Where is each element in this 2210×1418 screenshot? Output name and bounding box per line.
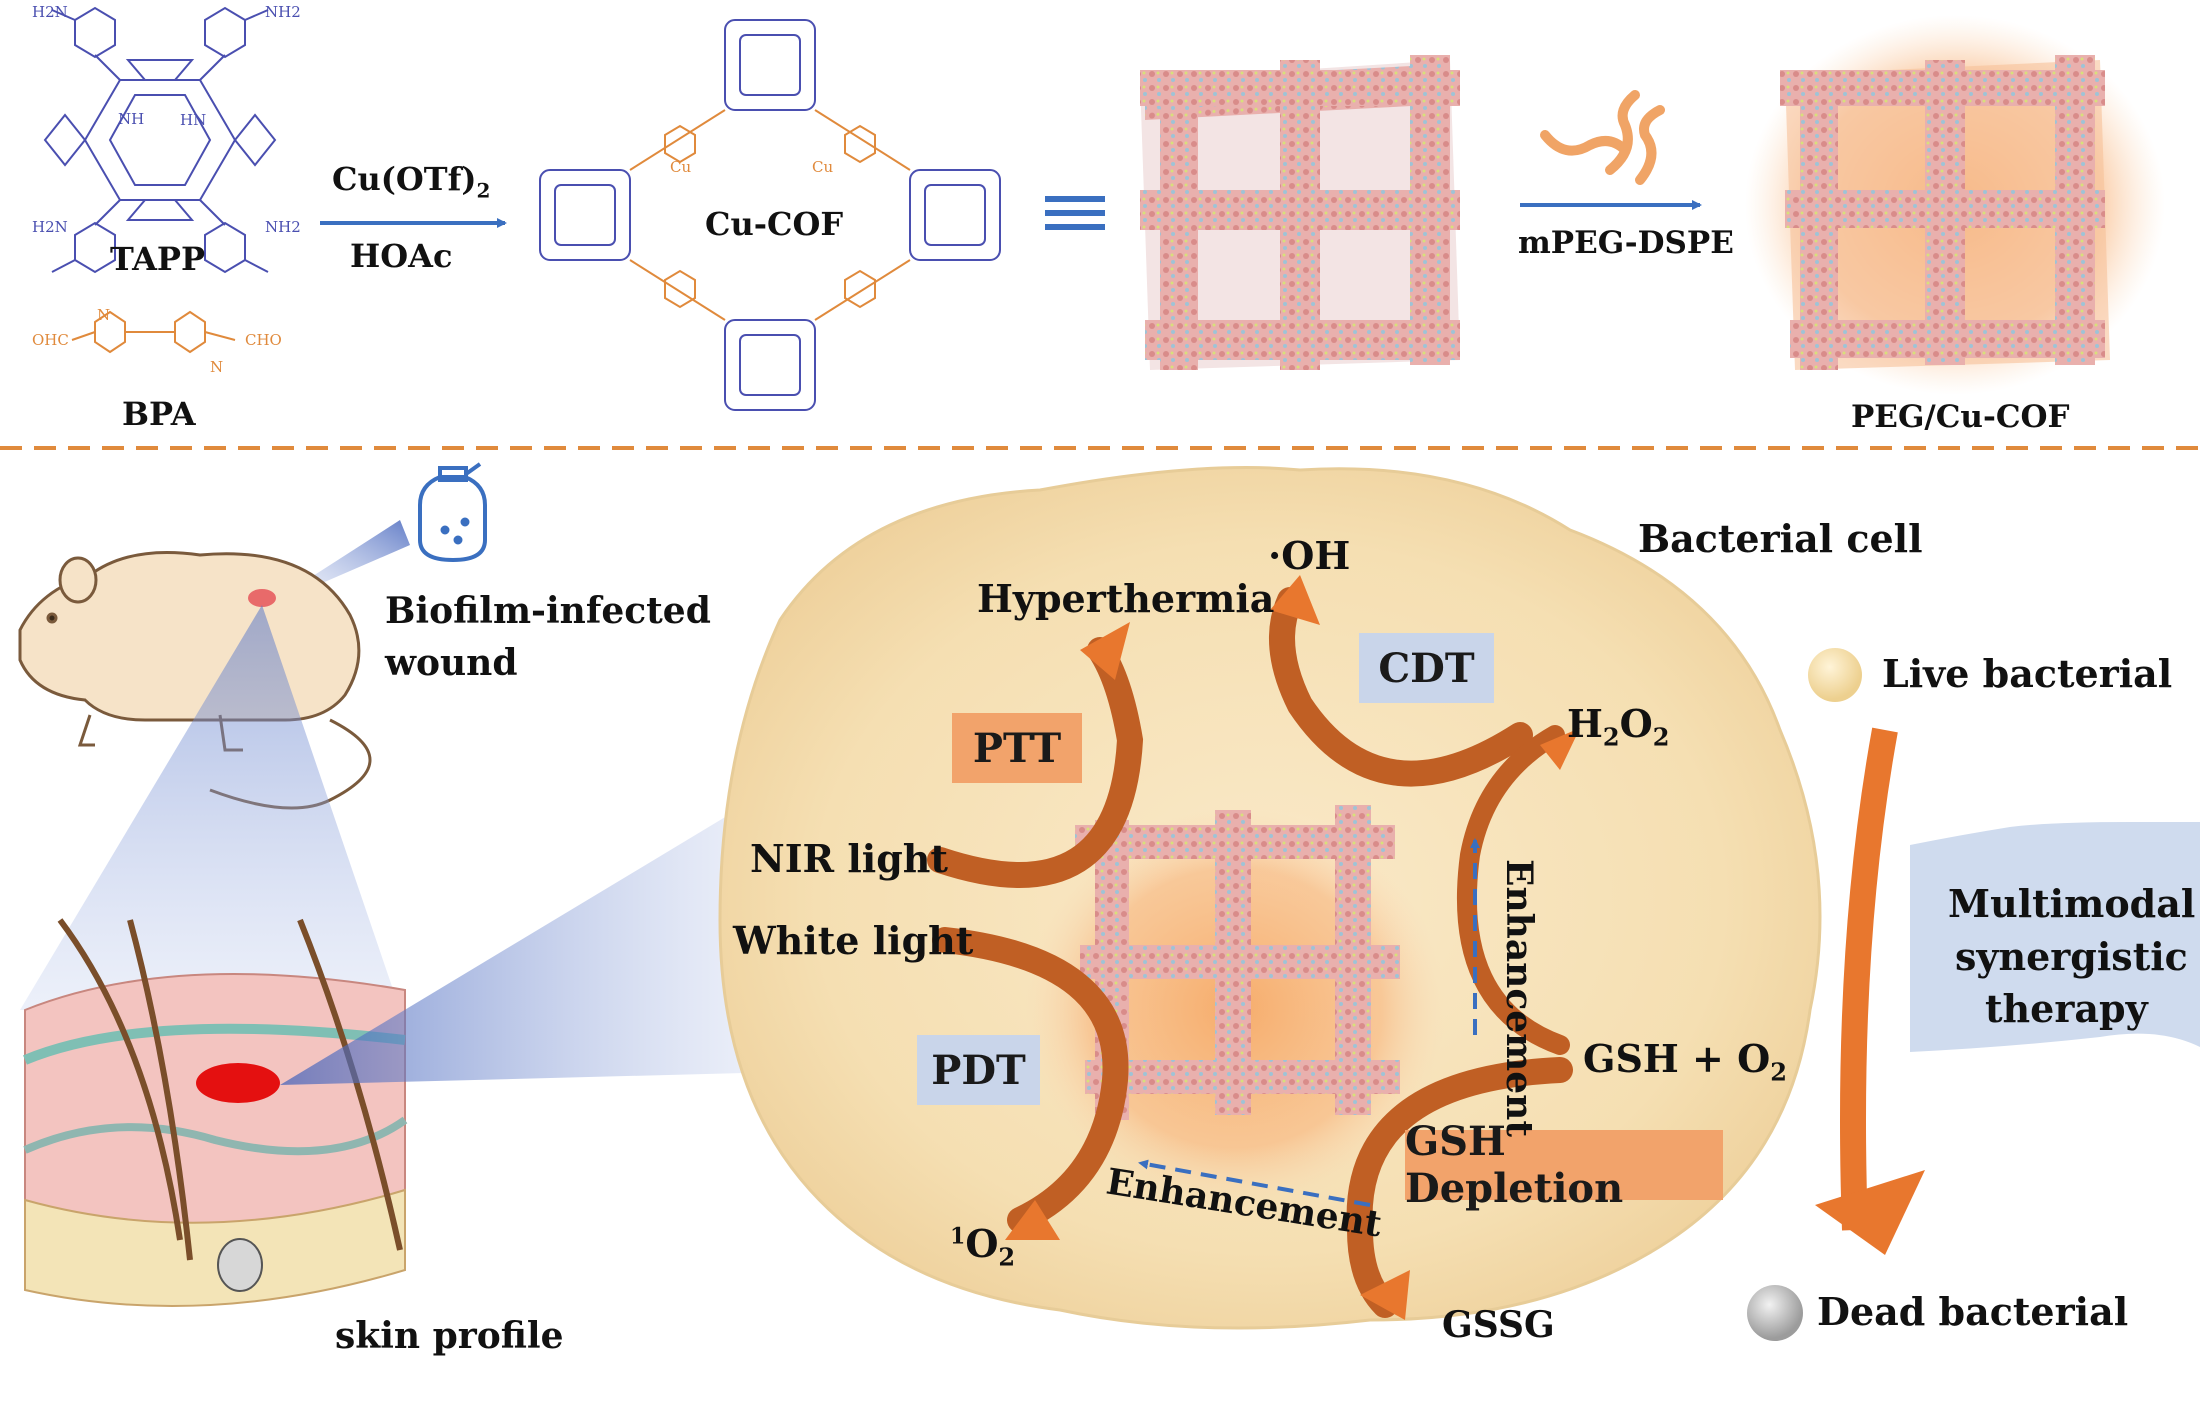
tapp-amine-bl: H2N xyxy=(32,218,68,236)
cdt-box: CDT xyxy=(1359,633,1494,703)
bpa-n-left: N xyxy=(97,306,111,324)
peg-chains xyxy=(1540,90,1665,185)
dead-bacterial-label: Dead bacterial xyxy=(1817,1289,2129,1334)
gssg-label: GSSG xyxy=(1442,1304,1555,1346)
cu-cof-cu-2: Cu xyxy=(812,158,834,176)
hydroxyl-radical-label: ·OH xyxy=(1268,533,1351,578)
bpa-ohc: OHC xyxy=(32,331,69,349)
therapy-line1: Multimodal xyxy=(1948,881,2196,926)
outcome-arrow xyxy=(1840,727,1898,1231)
tapp-molecule xyxy=(43,6,277,274)
mouse-wound-spot xyxy=(248,589,276,607)
zoom-beam xyxy=(280,760,860,1085)
gsh-o2-label: GSH + O2 xyxy=(1583,1036,1787,1087)
tapp-nh: NH xyxy=(118,110,145,128)
cu-cof-label: Cu-COF xyxy=(705,205,844,243)
reagent-copper-triflate: Cu(OTf)2 xyxy=(332,160,491,203)
enhancement-vertical-label: Enhancement xyxy=(1497,859,1540,1137)
cof-lattice-3d xyxy=(1140,55,1460,370)
cell-cof-lattice xyxy=(1025,805,1445,1208)
therapy-banner xyxy=(1910,822,2200,1052)
reagent-acetic-acid: HOAc xyxy=(350,237,453,275)
cu-cof-structure xyxy=(539,19,1001,411)
nir-light-label: NIR light xyxy=(750,836,948,881)
white-light-label: White light xyxy=(733,918,974,963)
skin-wound xyxy=(196,1063,280,1103)
reaction-arrows xyxy=(927,575,1580,1320)
live-bacterium-icon xyxy=(1808,648,1862,702)
live-bacterial-label: Live bacterial xyxy=(1882,651,2173,696)
tapp-amine-tr: NH2 xyxy=(265,3,301,21)
peg-cu-cof-label: PEG/Cu-COF xyxy=(1851,399,2070,435)
wound-label-line1: Biofilm-infected xyxy=(385,590,711,632)
enhancement-arrow-horizontal xyxy=(1138,1159,1371,1207)
bpa-cho: CHO xyxy=(245,331,282,349)
wound-label-line2: wound xyxy=(385,642,518,684)
gsh-depletion-box: GSH Depletion xyxy=(1405,1118,1723,1212)
spray-bottle-icon xyxy=(418,462,487,563)
projection-beam xyxy=(20,605,400,1010)
bpa-n-right: N xyxy=(210,358,224,376)
tapp-hn: HN xyxy=(180,111,207,129)
bpa-molecule xyxy=(71,310,236,354)
pdt-box: PDT xyxy=(917,1035,1040,1105)
hyperthermia-label: Hyperthermia xyxy=(977,576,1275,621)
skin-profile xyxy=(23,918,408,1307)
therapy-line3: therapy xyxy=(1985,986,2148,1031)
singlet-oxygen-label: 1O2 xyxy=(950,1221,1016,1272)
bacterial-cell-title: Bacterial cell xyxy=(1638,516,1923,561)
tapp-amine-tl: H2N xyxy=(32,3,68,21)
ptt-box: PTT xyxy=(952,713,1082,783)
skin-profile-label: skin profile xyxy=(335,1315,564,1357)
peg-cu-cof-lattice xyxy=(1745,15,2165,395)
equivalence-symbol xyxy=(1045,196,1105,230)
cu-cof-cu-1: Cu xyxy=(670,158,692,176)
peg-reagent-label: mPEG-DSPE xyxy=(1518,225,1734,261)
tapp-amine-br: NH2 xyxy=(265,218,301,236)
h2o2-label: H2O2 xyxy=(1567,701,1670,752)
therapy-line2: synergistic xyxy=(1955,934,2188,979)
bpa-label: BPA xyxy=(122,395,196,433)
tapp-label: TAPP xyxy=(110,240,206,278)
dead-bacterium-icon xyxy=(1747,1285,1803,1341)
